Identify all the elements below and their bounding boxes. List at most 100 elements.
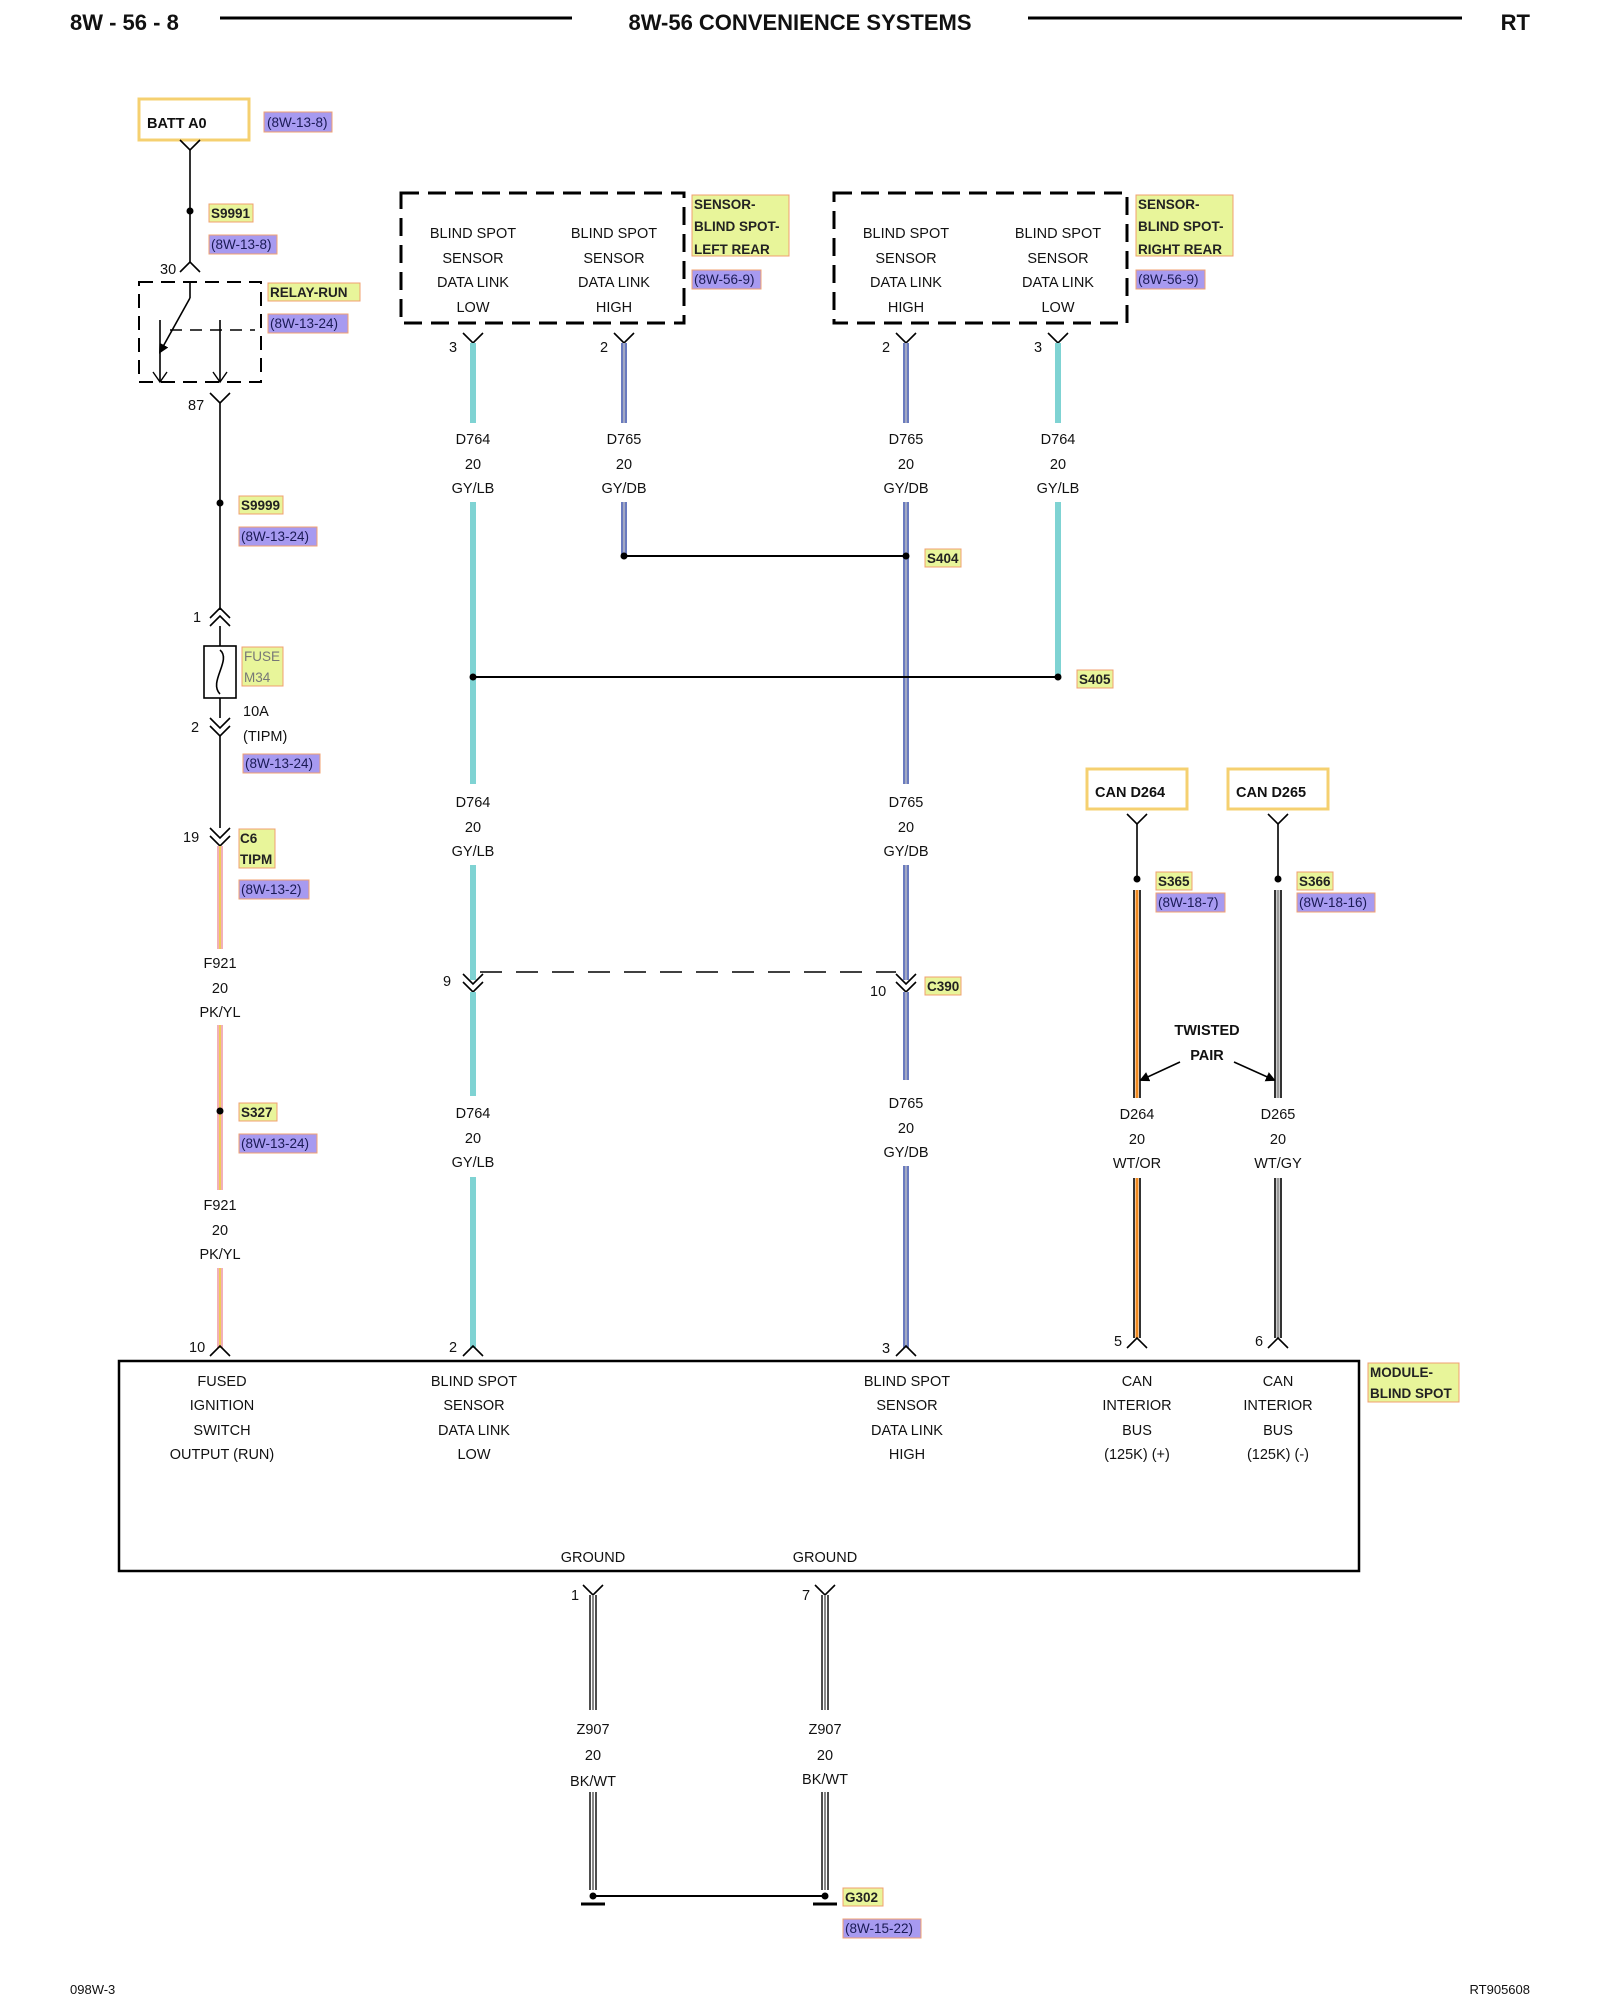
- g302-label: G302: [845, 1890, 878, 1905]
- module-pin-3: 3: [882, 1341, 890, 1357]
- c390-pin-right: 10: [870, 984, 886, 1000]
- sensor-left-pin3: 3: [449, 340, 457, 356]
- batt-source-box: [137, 97, 251, 142]
- module-pin5-l3: BUS: [1122, 1423, 1152, 1439]
- s9991-label: S9991: [211, 206, 251, 221]
- d764-right-color: GY/LB: [1037, 481, 1080, 497]
- relay-switch-arm: [159, 297, 191, 354]
- d264-gauge: 20: [1129, 1132, 1145, 1148]
- s9991-tag: [208, 203, 254, 223]
- d764-right-circuit: D764: [1041, 432, 1076, 448]
- s405-label: S405: [1079, 672, 1111, 687]
- sensor-left-ref: (8W-56-9): [694, 272, 755, 287]
- sensor-right-pin2-chevron: [895, 332, 917, 345]
- sensor-left-name-3: LEFT REAR: [694, 242, 770, 257]
- twisted-pair-arrow-left: [1139, 1061, 1181, 1082]
- s366-label: S366: [1299, 874, 1331, 889]
- s327-ref: (8W-13-24): [241, 1136, 309, 1151]
- fuse-pin-1-chevron-a: [209, 606, 231, 619]
- relay-pin-30-chevron: [179, 260, 201, 273]
- header-model: RT: [1501, 10, 1531, 35]
- module-pin-2: 2: [449, 1340, 457, 1356]
- can-d265-box: [1226, 767, 1330, 811]
- sensor-left-pin2-l2: SENSOR: [583, 251, 644, 267]
- sensor-right-name-2: BLIND SPOT-: [1138, 219, 1224, 234]
- d764-low-color: GY/LB: [452, 1155, 495, 1171]
- sensor-right-pin3-chevron: [1047, 332, 1069, 345]
- sensor-right-pin2-l4: HIGH: [888, 300, 924, 316]
- module-pin10-l3: SWITCH: [193, 1423, 250, 1439]
- d764-low-seg-1: [470, 992, 476, 1096]
- sensor-left-pin3-l3: DATA LINK: [437, 275, 509, 291]
- s365-ref: (8W-18-7): [1158, 895, 1219, 910]
- module-pin-3-chevron: [895, 1344, 917, 1357]
- z907-left-circuit: Z907: [576, 1722, 609, 1738]
- footer-left: 098W-3: [70, 1982, 115, 1997]
- s405-dot-left: [469, 673, 477, 681]
- header-page-number: 8W - 56 - 8: [70, 10, 179, 35]
- d264-wire: [1133, 890, 1141, 1338]
- fuse-pin-1: 1: [193, 610, 201, 626]
- sensor-right-pin2-l2: SENSOR: [875, 251, 936, 267]
- d765-mid-gauge: 20: [898, 820, 914, 836]
- s366-ref: (8W-18-16): [1299, 895, 1367, 910]
- sensor-right-pin2-l1: BLIND SPOT: [863, 226, 949, 242]
- module-pin10-l4: OUTPUT (RUN): [170, 1447, 274, 1463]
- sensor-left-pin3-l4: LOW: [456, 300, 489, 316]
- module-pin-10-chevron: [209, 1344, 231, 1357]
- s9999-ref-tag: [238, 526, 318, 547]
- z907-right-circuit: Z907: [808, 1722, 841, 1738]
- z907-right-color: BK/WT: [802, 1772, 848, 1788]
- twisted-pair-arrow-right: [1233, 1061, 1276, 1082]
- c6-name-2: TIPM: [240, 852, 272, 867]
- g302-tag: [842, 1887, 884, 1907]
- fuse-pin-2-chevron-a: [209, 717, 231, 730]
- sensor-left-name-tag: [691, 194, 790, 257]
- module-pin2-l1: BLIND SPOT: [431, 1374, 517, 1390]
- d765-left-gauge: 20: [616, 457, 632, 473]
- c6-ref: (8W-13-2): [241, 882, 302, 897]
- module-pin3-l3: DATA LINK: [871, 1423, 943, 1439]
- d765-right-color-1: GY/DB: [883, 481, 928, 497]
- sensor-right-pin3-l3: DATA LINK: [1022, 275, 1094, 291]
- c390-left-chevron-a: [462, 973, 484, 986]
- g302-dot-right: [821, 1892, 829, 1900]
- d764-left-seg-1: [470, 343, 476, 423]
- relay-name: RELAY-RUN: [270, 285, 348, 300]
- f921-color-1: PK/YL: [199, 1005, 240, 1021]
- d764-left-color-1: GY/LB: [452, 481, 495, 497]
- sensor-left-rear: BLIND SPOT SENSOR DATA LINK LOW BLIND SP…: [399, 191, 790, 356]
- d764-left-seg-2: [470, 502, 476, 784]
- d765-mid-color: GY/DB: [883, 844, 928, 860]
- f921-circuit-2: F921: [203, 1198, 236, 1214]
- d765-low-circuit: D765: [889, 1096, 924, 1112]
- twisted-pair-line-2: PAIR: [1190, 1048, 1224, 1064]
- fuse-name-2: M34: [244, 670, 271, 685]
- sensor-right-name-tag: [1135, 194, 1234, 257]
- d764-low-seg-2: [470, 1177, 476, 1348]
- ground-pin-1: 1: [571, 1588, 579, 1604]
- sensor-right-name-3: RIGHT REAR: [1138, 242, 1222, 257]
- module-pin-2-chevron: [462, 1344, 484, 1357]
- sensor-wiring: D764 20 GY/LB D765 20 GY/DB D765 20 GY/D…: [443, 343, 1114, 1357]
- module-pin6-l2: INTERIOR: [1243, 1398, 1312, 1414]
- f921-gauge-2: 20: [212, 1223, 228, 1239]
- can-d264-box: [1085, 767, 1189, 811]
- module-pin-5: 5: [1114, 1334, 1122, 1350]
- sensor-right-pin2: 2: [882, 340, 890, 356]
- header-title: 8W-56 CONVENIENCE SYSTEMS: [628, 10, 971, 35]
- sensor-right-pin2-l3: DATA LINK: [870, 275, 942, 291]
- d764-mid-gauge: 20: [465, 820, 481, 836]
- relay-arrow-right: [212, 371, 228, 384]
- s365-label: S365: [1158, 874, 1190, 889]
- module-pin5-l2: INTERIOR: [1102, 1398, 1171, 1414]
- sensor-right-ref: (8W-56-9): [1138, 272, 1199, 287]
- relay-name-tag: [267, 282, 361, 302]
- s404-tag: [924, 548, 962, 568]
- d765-left-circuit: D765: [607, 432, 642, 448]
- s9999-label: S9999: [241, 498, 280, 513]
- g302-ref-tag: [842, 1918, 922, 1939]
- d764-left-circuit-1: D764: [456, 432, 491, 448]
- d764-low-circuit: D764: [456, 1106, 491, 1122]
